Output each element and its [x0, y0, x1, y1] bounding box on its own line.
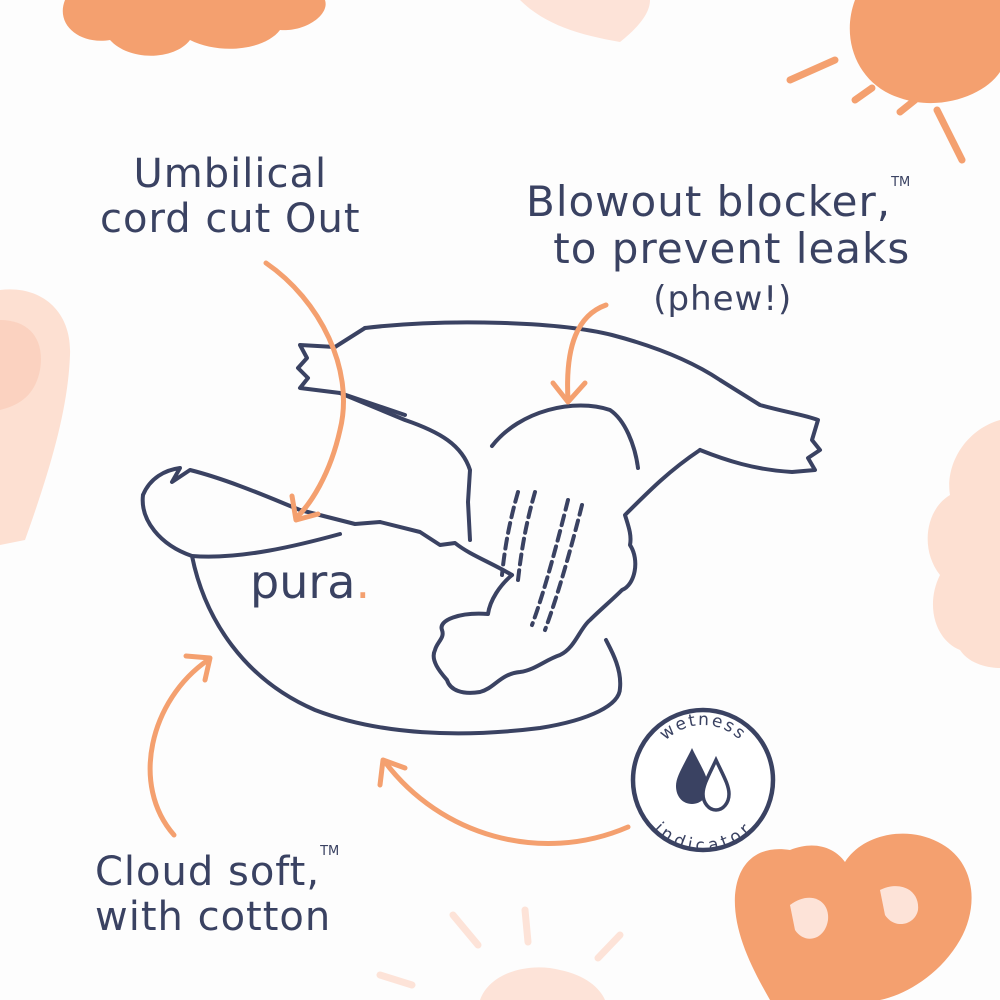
umbilical-arrow [263, 260, 346, 523]
cloud-arrow [147, 653, 213, 838]
sun-top-right-decoration [786, 0, 1000, 164]
blowout-blocker-callout: Blowout blocker,TM to prevent leaks (phe… [526, 175, 911, 320]
outline-drop-icon [701, 755, 731, 812]
umbilical-cord-callout: Umbilical cord cut Out [100, 152, 361, 242]
callout-line: Blowout blocker, [526, 177, 892, 226]
logo-word: pura [250, 555, 356, 609]
callout-line: with cotton [95, 893, 332, 940]
heart-top-decoration [520, 0, 650, 42]
callout-arrows [147, 260, 631, 846]
heart-left-decoration [0, 289, 71, 545]
callout-line: to prevent leaks [553, 224, 911, 274]
cloud-soft-callout: Cloud soft,TM with cotton [95, 844, 340, 940]
heart-bottom-right-decoration [734, 833, 972, 1000]
sun-bottom-decoration [376, 906, 624, 1000]
callout-line: Umbilical [133, 151, 328, 197]
trademark-mark: TM [891, 175, 911, 190]
blowout-arrow [550, 302, 609, 405]
callout-line: Cloud soft, [95, 849, 321, 895]
wetness-indicator-badge: wetness indicator [630, 707, 776, 856]
trademark-mark: TM [320, 844, 340, 859]
callout-note: (phew!) [653, 279, 793, 320]
diaper-illustration [140, 320, 822, 736]
cloud-right-decoration [927, 420, 1000, 668]
logo-dot: . [355, 555, 371, 609]
wetness-arrow [377, 757, 631, 846]
pura-logo: pura. [250, 555, 370, 609]
cloud-top-left-decoration [62, 0, 326, 56]
filled-drop-icon [676, 748, 708, 804]
callout-line: cord cut Out [100, 195, 361, 242]
